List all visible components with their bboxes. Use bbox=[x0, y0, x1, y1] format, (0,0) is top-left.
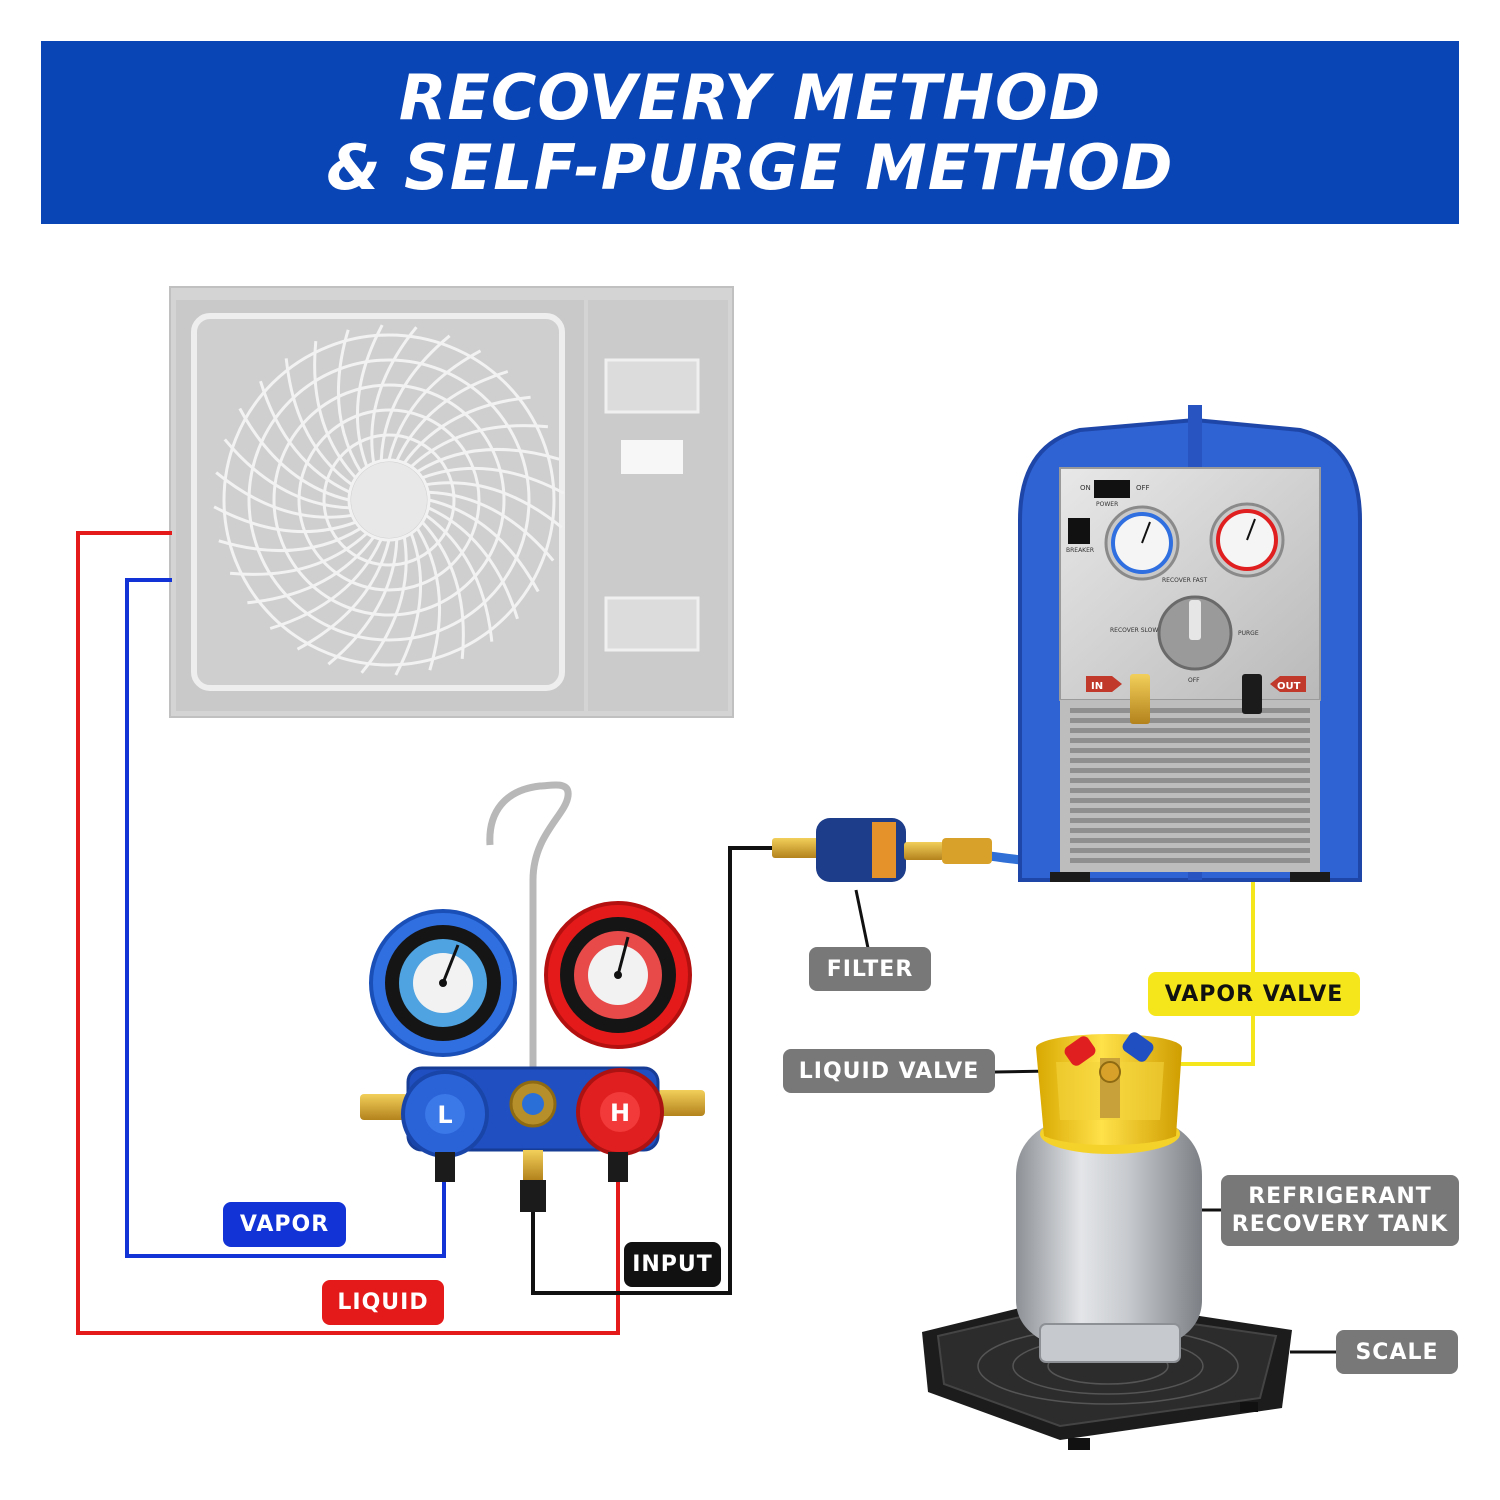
hook-icon bbox=[486, 781, 572, 1072]
outdoor-ac-unit bbox=[169, 286, 734, 718]
fan-spoke bbox=[425, 481, 563, 529]
grille-slat bbox=[1070, 708, 1310, 713]
fan-spoke bbox=[229, 532, 368, 576]
switch-on-label: ON bbox=[1080, 484, 1091, 492]
pressure-gauge-icon bbox=[1209, 502, 1285, 578]
fan-spoke bbox=[313, 340, 357, 479]
filter-label: FILTER bbox=[809, 947, 931, 991]
breaker-label: BREAKER bbox=[1066, 547, 1094, 554]
liquid-valve-knob bbox=[1064, 1036, 1096, 1066]
grille-slat bbox=[1070, 718, 1310, 723]
title-line-1: RECOVERY METHOD bbox=[398, 60, 1102, 134]
dial-off-label: OFF bbox=[1188, 677, 1200, 684]
tank-label: REFRIGERANT RECOVERY TANK bbox=[1221, 1175, 1459, 1246]
fan-spoke bbox=[379, 334, 451, 461]
grille-slat bbox=[1070, 738, 1310, 743]
grille-slat bbox=[1070, 848, 1310, 853]
liquid-valve-label: LIQUID VALVE bbox=[783, 1049, 995, 1093]
recover-slow-label: RECOVER SLOW bbox=[1110, 627, 1158, 634]
fan-spoke bbox=[387, 349, 482, 461]
low-knob-letter: L bbox=[437, 1101, 452, 1129]
liquid-label: LIQUID bbox=[322, 1280, 444, 1325]
fan-spoke bbox=[269, 538, 383, 630]
fan-spoke bbox=[421, 521, 465, 660]
recover-fast-label: RECOVER FAST bbox=[1162, 577, 1208, 584]
fan-spoke bbox=[355, 324, 384, 468]
cooling-grille bbox=[1070, 708, 1310, 863]
grille-slat bbox=[1070, 858, 1310, 863]
filter-drier-icon bbox=[772, 818, 992, 882]
power-label: POWER bbox=[1096, 501, 1118, 508]
fan-spoke bbox=[394, 532, 423, 676]
tank-label-line-2: RECOVERY TANK bbox=[1231, 1211, 1449, 1237]
recovery-machine: ON OFF POWER BREAKER RECOVER FAST RECOVE… bbox=[1018, 405, 1362, 882]
pressure-gauge-icon bbox=[544, 901, 692, 1049]
grille-slat bbox=[1070, 788, 1310, 793]
fan-spoke bbox=[259, 380, 351, 494]
input-label: INPUT bbox=[624, 1242, 721, 1287]
switch-off-label: OFF bbox=[1136, 484, 1150, 492]
grille-slat bbox=[1070, 808, 1310, 813]
fan-spoke bbox=[218, 527, 362, 553]
grille-slat bbox=[1070, 758, 1310, 763]
fan-spoke bbox=[370, 326, 418, 464]
fan-spoke bbox=[425, 514, 494, 642]
grille-slat bbox=[1070, 768, 1310, 773]
title-banner: RECOVERY METHOD & SELF-PURGE METHOD bbox=[41, 41, 1459, 224]
tank-icon bbox=[1016, 1032, 1202, 1363]
input-line bbox=[531, 846, 785, 1295]
out-label: OUT bbox=[1277, 681, 1301, 692]
fan-spoke bbox=[213, 505, 357, 534]
fan-spoke bbox=[238, 407, 350, 502]
liquid-line bbox=[76, 531, 620, 1335]
manifold-gauge-set: L H bbox=[360, 781, 705, 1212]
vapor-line bbox=[125, 578, 446, 1258]
high-knob-letter: H bbox=[610, 1099, 630, 1127]
grille-slat bbox=[1070, 728, 1310, 733]
fan-spoke bbox=[416, 447, 560, 473]
fan-spoke bbox=[403, 395, 531, 464]
grille-slat bbox=[1070, 798, 1310, 803]
fan-spoke bbox=[428, 498, 540, 593]
fan-spoke bbox=[427, 506, 519, 620]
vapor-valve-knob bbox=[1122, 1032, 1154, 1062]
grille-slat bbox=[1070, 828, 1310, 833]
fan-spoke bbox=[284, 358, 353, 486]
grille-slat bbox=[1070, 778, 1310, 783]
filter-leader bbox=[854, 889, 870, 949]
fan-spoke bbox=[360, 536, 408, 674]
fan-spoke bbox=[410, 424, 549, 468]
vapor-valve-label: VAPOR VALVE bbox=[1148, 972, 1360, 1016]
fan-spoke bbox=[327, 539, 399, 666]
fan-spoke bbox=[296, 539, 391, 651]
in-label: IN bbox=[1091, 681, 1103, 692]
grille-slat bbox=[1070, 838, 1310, 843]
grille-slat bbox=[1070, 748, 1310, 753]
fan-spoke bbox=[395, 370, 509, 462]
vapor-label: VAPOR bbox=[223, 1202, 346, 1247]
grille-slat bbox=[1070, 818, 1310, 823]
title-line-2: & SELF-PURGE METHOD bbox=[326, 130, 1174, 204]
tank-label-line-1: REFRIGERANT bbox=[1248, 1183, 1432, 1209]
fan-spoke bbox=[336, 329, 362, 473]
scale-icon bbox=[922, 1296, 1292, 1450]
purge-label: PURGE bbox=[1238, 630, 1259, 637]
scale-label: SCALE bbox=[1336, 1330, 1458, 1374]
fan-spoke bbox=[421, 466, 565, 495]
pressure-gauge-icon bbox=[1104, 505, 1180, 581]
fan-spoke bbox=[215, 471, 353, 519]
fan-spoke bbox=[416, 527, 442, 671]
fan-spoke bbox=[428, 490, 555, 562]
fan-spoke bbox=[247, 536, 375, 605]
fan-grille-icon bbox=[191, 313, 565, 691]
pressure-gauge-icon bbox=[369, 909, 517, 1057]
fan-spoke bbox=[223, 438, 350, 510]
